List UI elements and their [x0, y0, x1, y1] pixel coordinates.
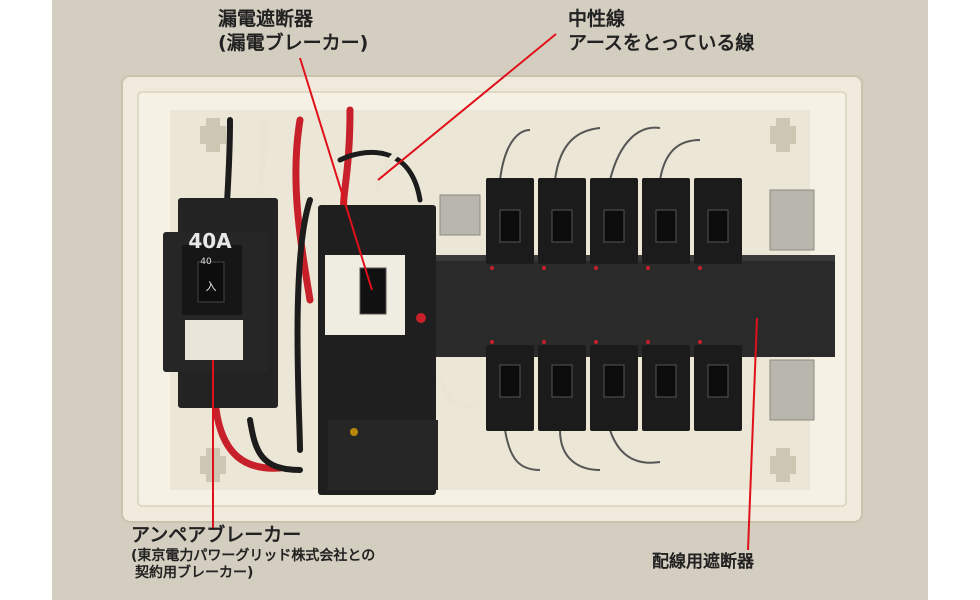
label-ampere-line2: (東京電力パワーグリッド株式会社との — [131, 547, 376, 564]
busbar-cover — [430, 255, 835, 357]
label-leakage-line1: 漏電遮断器 — [218, 8, 314, 30]
ampere-handle-mark: 入 — [206, 280, 217, 293]
leakage-breaker — [318, 205, 438, 495]
label-branch-breaker: 配線用遮断器 — [652, 552, 754, 573]
leader-lines — [212, 33, 758, 551]
label-ampere-line1: アンペアブレーカー — [131, 524, 302, 546]
label-ampere-line3: 契約用ブレーカー) — [135, 565, 254, 582]
label-neutral-wire: 中性線 アースをとっている線 — [568, 8, 754, 56]
label-branch-line1: 配線用遮断器 — [652, 552, 754, 572]
label-leakage-line2: (漏電ブレーカー) — [218, 31, 369, 54]
ampere-small-text: 40 — [200, 257, 212, 267]
leader-branch — [747, 317, 758, 551]
ampere-rating-text: 40A — [188, 229, 232, 253]
leader-neutral — [377, 33, 557, 181]
label-neutral-line1: 中性線 — [568, 8, 626, 30]
label-leakage-breaker: 漏電遮断器 (漏電ブレーカー) — [218, 8, 368, 56]
leader-leakage — [299, 57, 373, 291]
label-ampere-breaker: アンペアブレーカー (東京電力パワーグリッド株式会社との 契約用ブレーカー) — [131, 524, 375, 583]
ampere-breaker — [163, 198, 278, 408]
label-neutral-line2: アースをとっている線 — [568, 31, 755, 54]
